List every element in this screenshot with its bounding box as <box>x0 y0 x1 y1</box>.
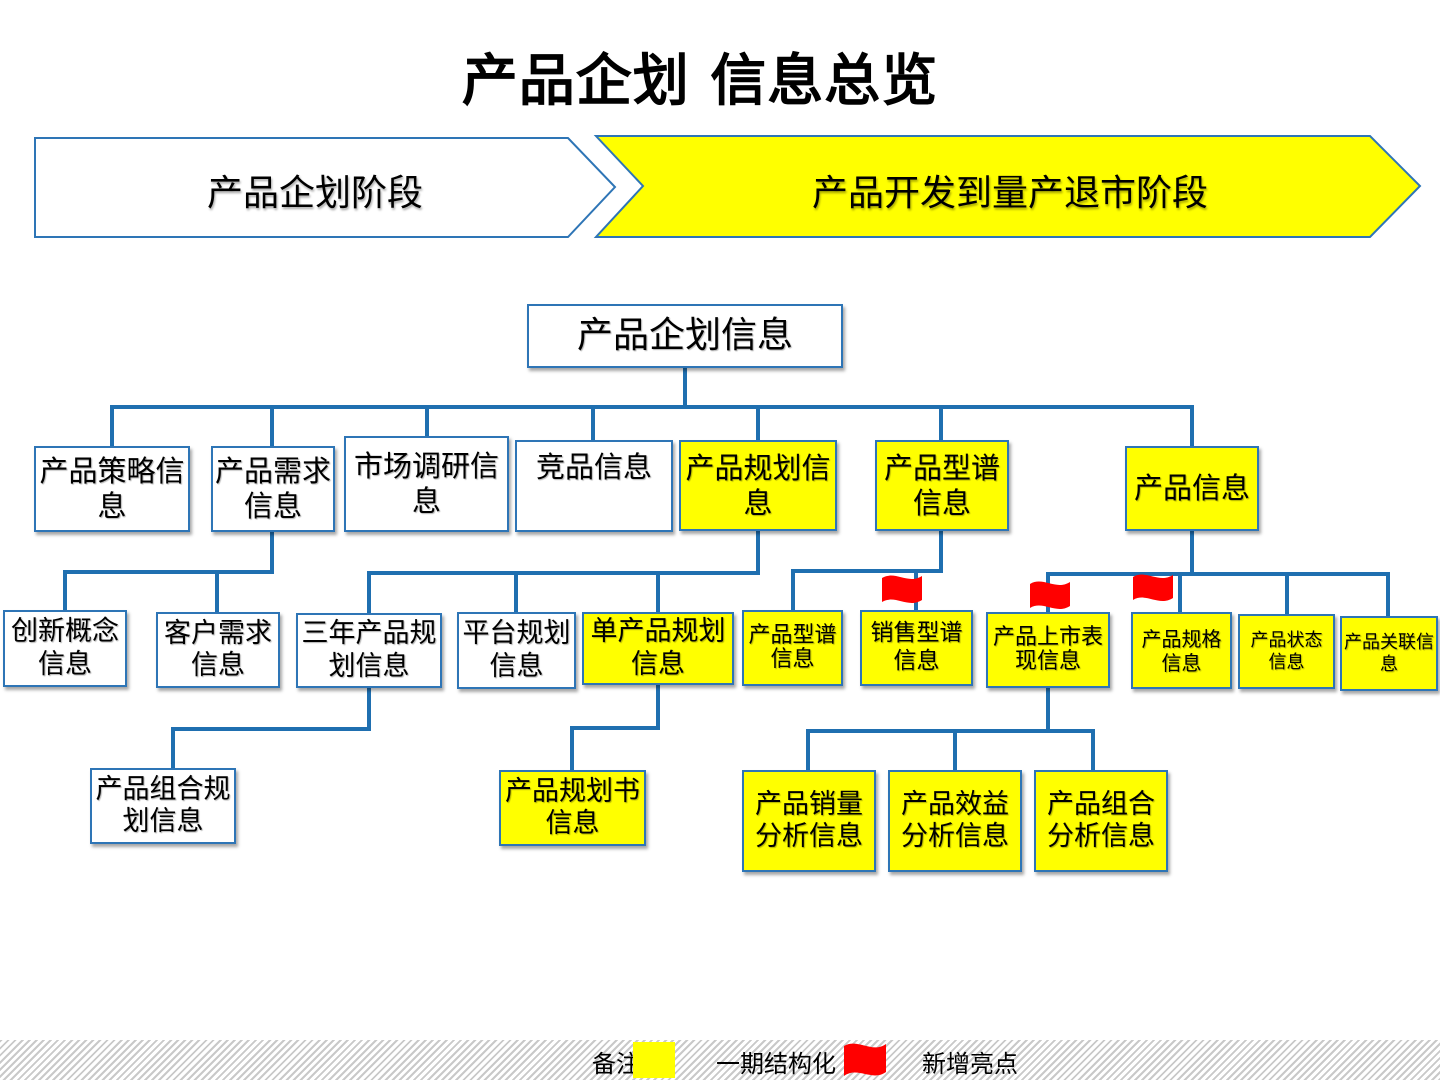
node-spec-info: 产品型谱信息 <box>742 610 843 686</box>
legend-structured: 一期结构化 <box>716 1050 836 1078</box>
legend-note: 备注 <box>592 1050 640 1078</box>
node-spec: 产品规格信息 <box>1131 612 1232 689</box>
node-single: 单产品规划信息 <box>582 612 734 685</box>
highlight-flags <box>882 574 1173 609</box>
node-spectrum: 产品型谱信息 <box>875 440 1009 531</box>
legend-flag-icon <box>844 1043 886 1076</box>
node-competitor: 竞品信息 <box>515 440 673 532</box>
development-phase-arrow <box>593 135 1422 238</box>
node-market-perf: 产品上市表现信息 <box>986 612 1110 688</box>
node-customer: 客户需求信息 <box>156 612 280 688</box>
node-combo-analysis: 产品组合分析信息 <box>1034 770 1168 872</box>
development-phase-label: 产品开发到量产退市阶段 <box>811 173 1208 214</box>
phase-arrows <box>34 135 1422 238</box>
legend-yellow-swatch <box>633 1042 675 1078</box>
legend-highlight: 新增亮点 <box>922 1050 1018 1078</box>
planning-phase-label: 产品企划阶段 <box>206 173 423 214</box>
node-demand: 产品需求信息 <box>211 446 335 532</box>
legend-bar <box>0 1040 1440 1080</box>
node-status: 产品状态信息 <box>1238 614 1335 689</box>
node-research: 市场调研信息 <box>344 436 509 532</box>
node-benefit-analysis: 产品效益分析信息 <box>888 770 1022 872</box>
node-plan: 产品规划信息 <box>679 440 837 531</box>
flag-icon <box>882 575 922 603</box>
planning-phase-arrow <box>34 137 617 238</box>
page-title: 产品企划 信息总览 <box>461 49 939 114</box>
node-relation: 产品关联信息 <box>1340 616 1438 691</box>
node-sales-spec: 销售型谱信息 <box>860 610 973 686</box>
connector-lines <box>63 368 1390 770</box>
node-sales-analysis: 产品销量分析信息 <box>742 770 876 872</box>
node-product: 产品信息 <box>1125 446 1259 531</box>
node-strategy: 产品策略信息 <box>34 446 190 532</box>
root-node: 产品企划信息 <box>527 304 843 368</box>
flag-icon <box>1133 574 1173 601</box>
flag-icon <box>1030 581 1070 609</box>
node-innovation: 创新概念信息 <box>3 610 127 687</box>
node-platform: 平台规划信息 <box>457 612 576 689</box>
node-combo-plan: 产品组合规划信息 <box>90 768 236 844</box>
node-three-year: 三年产品规划信息 <box>296 613 442 688</box>
node-plan-book: 产品规划书信息 <box>499 770 646 846</box>
